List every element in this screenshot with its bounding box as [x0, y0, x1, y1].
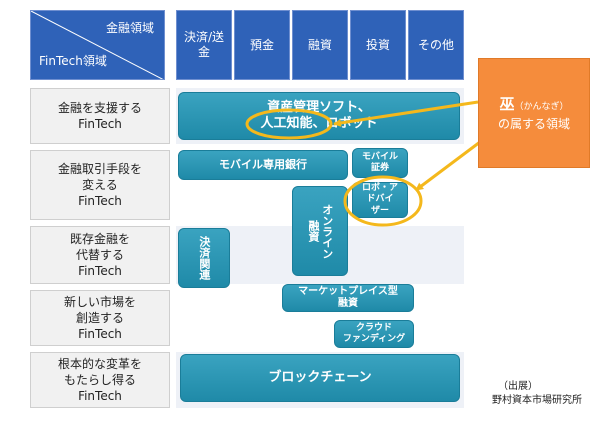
col-header-investment: 投資	[350, 10, 406, 80]
kannagi-callout: 巫（かんなぎ） の属する領域	[478, 58, 590, 168]
col-header-lending: 融資	[292, 10, 348, 80]
row-label-support: 金融を支援する FinTech	[30, 88, 170, 144]
corner-finance-domain: 金融領域	[105, 21, 154, 35]
callout-text: の属する領域	[497, 117, 570, 132]
source-note: （出展） 野村資本市場研究所	[492, 380, 582, 407]
col-header-other: その他	[408, 10, 464, 80]
corner-fintech-domain: FinTech領域	[39, 54, 107, 68]
box-asset-management-ai-robot: 資産管理ソフト、 人工知能、ロボット	[178, 92, 460, 140]
box-blockchain: ブロックチェーン	[180, 354, 460, 402]
source-org: 野村資本市場研究所	[492, 394, 582, 406]
box-online-lending: オンライン 融資	[292, 186, 348, 276]
source-label: （出展）	[498, 381, 538, 392]
box-marketplace-lending: マーケットプレイス型 融資	[282, 284, 414, 312]
callout-reading: （かんなぎ）	[514, 101, 569, 112]
box-robo-advisor: ロボ・ア ドバイ ザー	[352, 182, 408, 218]
diagonal-line	[31, 11, 164, 79]
col-header-deposit: 預金	[234, 10, 290, 80]
header-corner: 金融領域 FinTech領域	[30, 10, 165, 80]
row-label-transaction: 金融取引手段を 変える FinTech	[30, 150, 170, 220]
row-label-transform: 根本的な変革を もたらし得る FinTech	[30, 352, 170, 408]
box-crowdfunding: クラウド ファンディング	[334, 320, 414, 348]
box-mobile-securities: モバイル 証券	[352, 148, 408, 178]
box-mobile-bank: モバイル専用銀行	[178, 150, 348, 180]
row-label-new-market: 新しい市場を 創造する FinTech	[30, 290, 170, 346]
callout-kanji: 巫	[499, 94, 515, 113]
col-header-payment: 決済/送 金	[176, 10, 232, 80]
box-payment-related: 決済関連	[178, 228, 230, 288]
row-label-replace: 既存金融を 代替する FinTech	[30, 226, 170, 284]
